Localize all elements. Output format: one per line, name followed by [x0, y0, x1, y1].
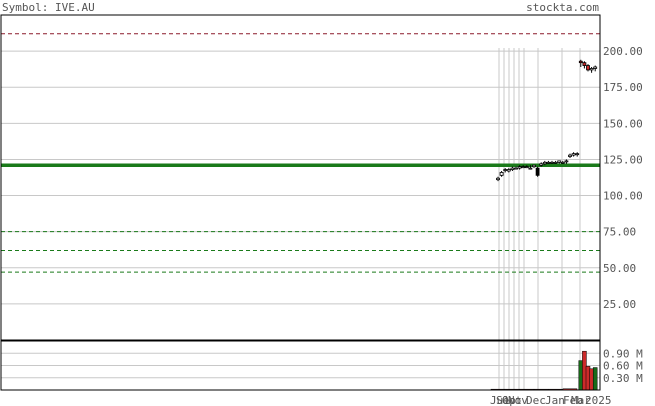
candlestick: [550, 160, 554, 164]
reference-lines: [1, 33, 600, 273]
candlestick: [586, 64, 590, 72]
candlestick: [532, 164, 536, 169]
candle-body: [568, 154, 572, 157]
volume-gridlines: [1, 352, 600, 379]
candlestick: [582, 61, 587, 69]
candlestick: [535, 166, 540, 177]
candle-body: [557, 160, 562, 163]
candle-body: [521, 166, 526, 169]
candlestick: [528, 165, 533, 170]
candlestick: [578, 59, 583, 67]
time-tick-label: Sep: [496, 394, 516, 406]
candle-body: [553, 161, 558, 164]
candle-body: [514, 167, 518, 170]
candlestick: [510, 166, 515, 171]
time-tick-label: Nov: [508, 394, 528, 406]
candlestick: [568, 153, 572, 158]
candlestick: [589, 67, 594, 73]
candle-body: [546, 161, 551, 164]
candle-body: [532, 164, 536, 168]
time-tick-label: Oct: [502, 394, 522, 406]
candlestick: [593, 65, 598, 72]
time-tick-label: Jan: [545, 394, 565, 406]
candle-body: [528, 167, 533, 170]
candle-body: [586, 65, 590, 71]
price-tick-label: 25.00: [603, 298, 636, 311]
candle-body: [582, 62, 587, 66]
price-tick-label: 50.00: [603, 262, 636, 275]
candle-body: [578, 60, 583, 64]
candle-body: [503, 169, 508, 171]
candle-body: [510, 167, 515, 170]
volume-tick-label: 0.30 M: [603, 372, 643, 385]
time-gridlines: [498, 48, 581, 390]
brand-label: stockta.com: [526, 1, 599, 14]
price-tick-label: 200.00: [603, 45, 643, 58]
candle-body: [517, 166, 522, 169]
candle-body: [560, 161, 565, 164]
candle-body: [524, 166, 529, 169]
candle-body: [575, 153, 580, 156]
candlestick: [524, 165, 529, 169]
price-tick-label: 175.00: [603, 81, 643, 94]
candle-body: [499, 172, 504, 176]
candlestick: [539, 162, 544, 167]
candle-body: [506, 169, 511, 172]
candlestick: [546, 160, 551, 164]
price-tick-label: 100.00: [603, 190, 643, 203]
candlestick: [560, 160, 565, 164]
candle-body: [496, 177, 500, 181]
candlestick: [542, 160, 547, 166]
candle-body: [589, 68, 594, 71]
candlestick: [517, 165, 522, 170]
volume-tick-label: 0.60 M: [603, 360, 643, 373]
volume-tick-label: 0.90 M: [603, 347, 643, 360]
volume-panel-frame: [0, 340, 601, 391]
candlestick: [496, 176, 500, 182]
time-tick-label: Mar: [571, 394, 591, 406]
candlestick: [514, 166, 518, 170]
volume-axis: 0.30 M0.60 M0.90 M: [603, 347, 643, 385]
price-panel-frame: [0, 14, 601, 341]
candle-body: [593, 66, 598, 69]
price-tick-label: 150.00: [603, 117, 643, 130]
candlestick: [553, 160, 558, 164]
candlesticks: [496, 59, 598, 182]
volume-bar: [592, 367, 598, 391]
candle-body: [539, 163, 544, 166]
candlestick: [506, 168, 511, 173]
candlestick: [503, 168, 508, 173]
time-tick-label: Jul: [490, 394, 510, 406]
price-axis: 25.00 50.00 75.00 100.00 125.00 150.00 175.00 2…: [603, 45, 643, 311]
candle-body: [542, 161, 547, 165]
candlestick: [571, 152, 576, 157]
candle-body: [535, 167, 540, 176]
candle-body: [571, 153, 576, 156]
price-tick-label: 125.00: [603, 153, 643, 166]
time-tick-label: Feb: [563, 394, 583, 406]
candlestick: [521, 165, 526, 169]
candlestick: [564, 159, 569, 164]
time-tick-label: 2025: [585, 394, 612, 406]
symbol-label: Symbol: IVE.AU: [2, 1, 95, 14]
candle-body: [564, 160, 569, 163]
candle-body: [550, 161, 554, 164]
time-tick-label: Dec: [526, 394, 546, 406]
candlestick: [575, 152, 580, 157]
candlestick: [557, 160, 562, 164]
price-tick-label: 75.00: [603, 226, 636, 239]
candlestick: [499, 171, 504, 177]
